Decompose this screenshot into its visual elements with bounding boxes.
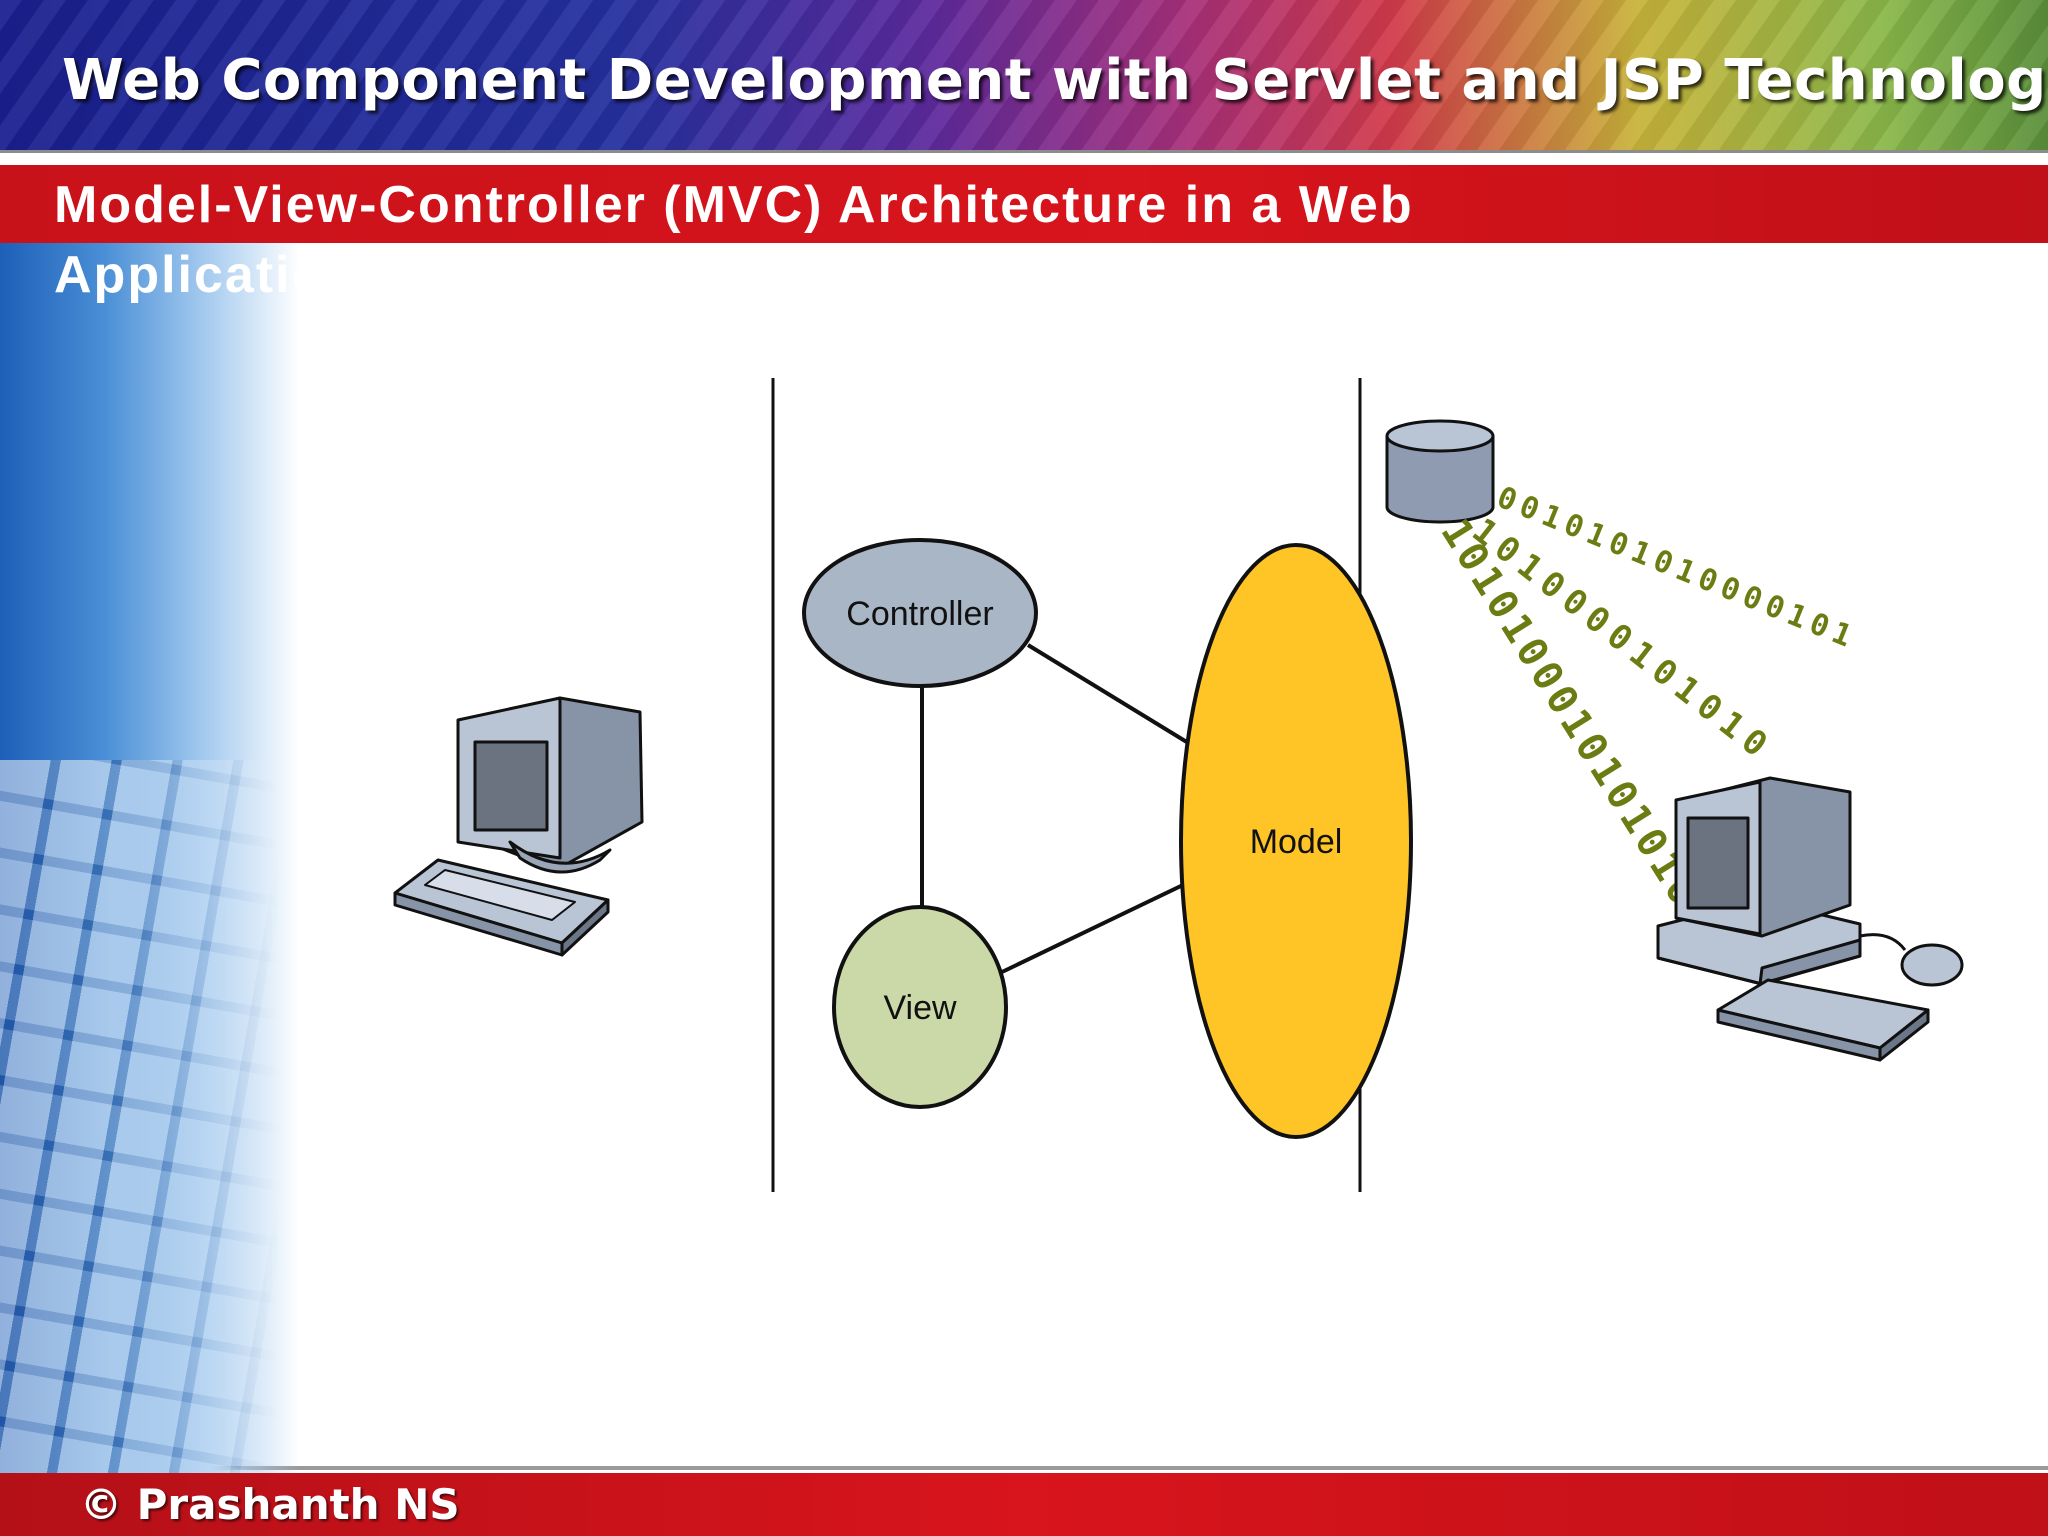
client-computer-icon (393, 696, 644, 957)
copyright-text: © Prashanth NS (80, 1480, 460, 1529)
keyboard-texture-decoration (0, 760, 280, 1473)
database-icon (1385, 419, 1495, 524)
controller-label: Controller (846, 595, 993, 633)
view-label: View (883, 989, 957, 1027)
header-divider (0, 150, 2048, 153)
slide-title: Model-View-Controller (MVC) Architecture… (54, 176, 1414, 304)
view-model-connector (1001, 882, 1186, 974)
footer-divider (0, 1466, 2048, 1470)
server-computer-icon (1656, 776, 1964, 1062)
view-node (832, 905, 1008, 1109)
footer-bar (0, 1473, 2048, 1536)
controller-model-connector (1026, 643, 1192, 746)
course-header-banner (0, 0, 2048, 150)
model-node (1179, 543, 1413, 1139)
left-decorative-panel (0, 243, 300, 1473)
course-title: Web Component Development with Servlet a… (62, 48, 2048, 113)
model-label: Model (1250, 823, 1343, 861)
controller-node (802, 538, 1038, 688)
slide-title-bar (0, 165, 2048, 243)
